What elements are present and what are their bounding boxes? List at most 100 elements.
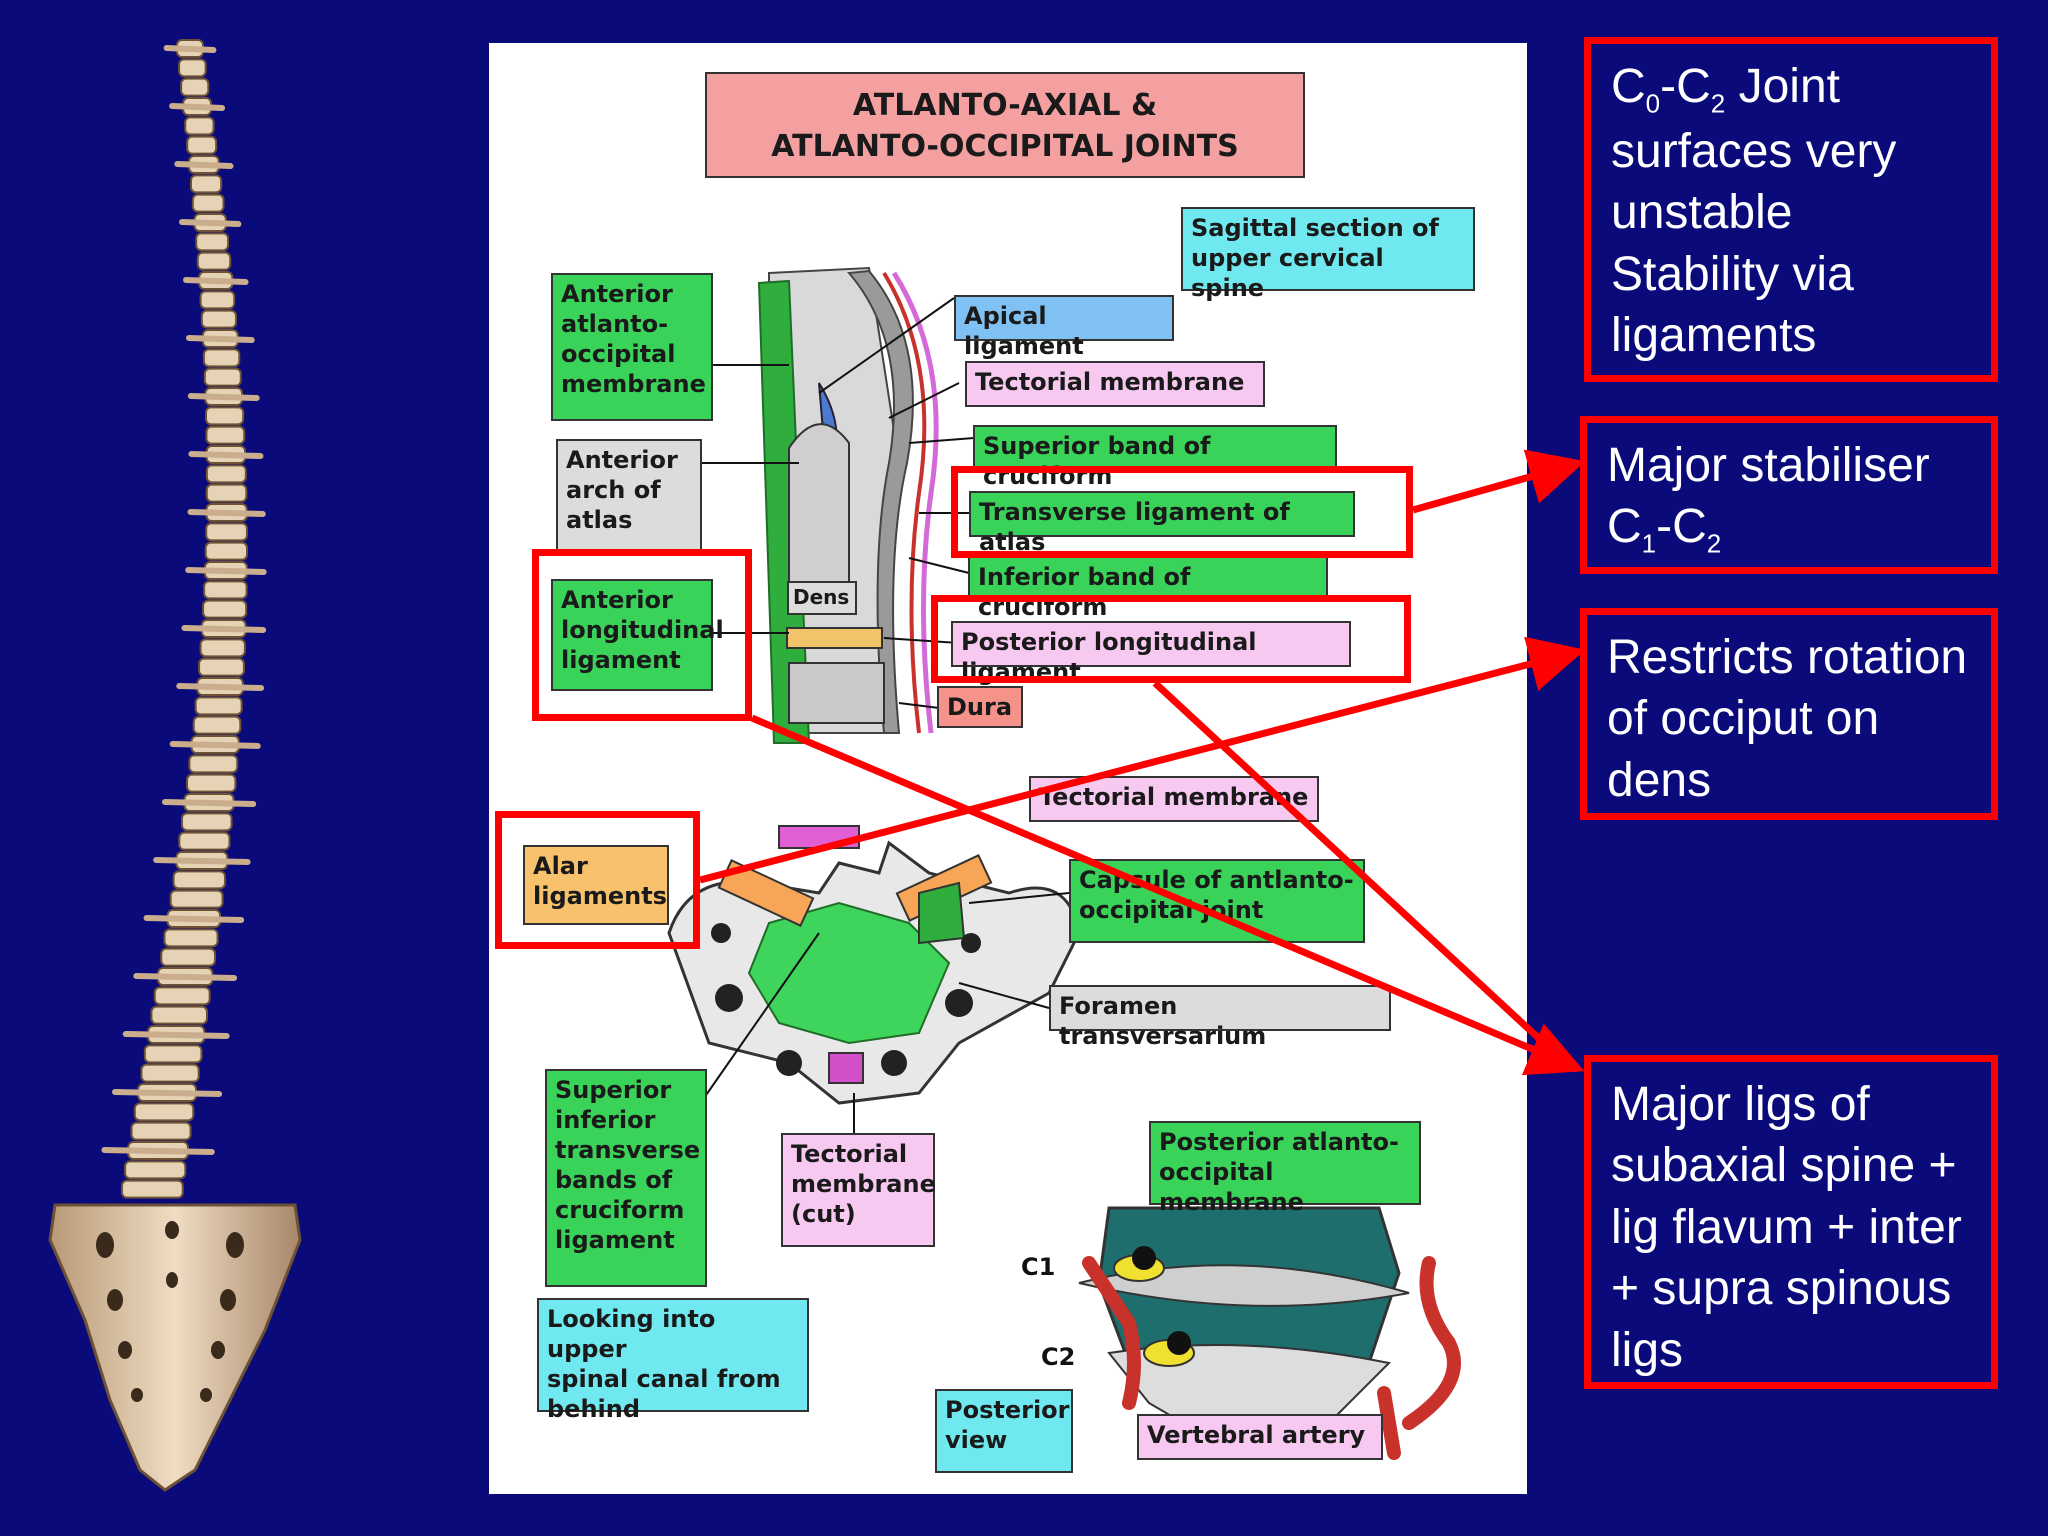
vertebra xyxy=(133,1102,195,1122)
callout-stabiliser-pre: Major stabiliser C xyxy=(1607,439,1930,554)
label-sagittal-section: Sagittal section of upper cervical spine xyxy=(1181,207,1475,302)
vertebra xyxy=(191,193,225,213)
label-c1: C1 xyxy=(1021,1253,1056,1281)
vertebra xyxy=(163,928,219,948)
arrow-all-to-major-ligs xyxy=(750,714,1585,1076)
vertebra xyxy=(150,1005,208,1025)
callout-c0c2-sub1: 0 xyxy=(1645,88,1661,119)
vertebra xyxy=(143,1044,203,1064)
vertebra xyxy=(178,58,207,78)
sagittal-section xyxy=(757,266,939,744)
label-anterior-atlanto-occipital-membrane: Anterior atlanto- occipital membrane xyxy=(551,273,713,421)
leader-lines xyxy=(699,297,1070,1133)
label-tectorial-membrane: Tectorial membrane xyxy=(965,361,1265,407)
vertebra xyxy=(195,232,230,252)
label-anterior-longitudinal-ligament: Anterior longitudinal ligament xyxy=(551,579,724,691)
vertebra-process xyxy=(101,1147,215,1155)
vertebra xyxy=(124,1160,187,1180)
vertebra xyxy=(202,599,248,619)
vertebra-process xyxy=(122,1031,230,1039)
arrow-pll-to-major-ligs xyxy=(1152,680,1563,1061)
vertebra-process xyxy=(187,393,260,401)
highlight-transverse-ligament xyxy=(951,466,1413,558)
label-foramen-transversarium: Foramen transversarium xyxy=(1049,985,1391,1050)
vertebra-process xyxy=(133,973,238,981)
vertebra xyxy=(153,986,211,1006)
label-anterior-arch-of-atlas: Anterior arch of atlas xyxy=(556,439,702,551)
vertebra xyxy=(199,290,236,310)
vertebra xyxy=(205,406,245,426)
callout-restricts-text: Restricts rotation of occiput on dens xyxy=(1607,631,1968,807)
highlight-anterior-longitudinal-ligament xyxy=(532,549,752,721)
label-posterior-atlanto-occipital-membrane: Posterior atlanto- occipital membrane xyxy=(1149,1121,1421,1216)
sacrum xyxy=(48,1203,302,1492)
vertebra xyxy=(178,831,231,851)
diagram-title: ATLANTO-AXIAL & ATLANTO-OCCIPITAL JOINTS xyxy=(705,72,1305,178)
spine-illustration xyxy=(48,39,302,1492)
vertebra xyxy=(205,464,247,484)
label-transverse-ligament-of-atlas: Transverse ligament of atlas xyxy=(969,491,1355,556)
highlight-posterior-longitudinal-ligament xyxy=(931,595,1411,683)
vertebra xyxy=(186,135,218,155)
callout-restricts-rotation: Restricts rotation of occiput on dens xyxy=(1580,608,1998,820)
callout-stabiliser-sub1: 1 xyxy=(1641,529,1657,560)
vertebra xyxy=(194,696,243,716)
label-cruciform-bands: Superior inferior transverse bands of cr… xyxy=(545,1069,707,1287)
callout-c0c2-sub2: 2 xyxy=(1710,88,1726,119)
vertebra xyxy=(202,348,241,368)
vertebra-process xyxy=(163,45,217,53)
callout-c0-c2-joint: C0-C2 Joint surfaces very unstable Stabi… xyxy=(1584,37,1998,382)
vertebra xyxy=(199,638,246,658)
label-dura: Dura xyxy=(937,686,1023,728)
vertebra-process xyxy=(185,335,255,343)
label-posterior-longitudinal-ligament: Posterior longitudinal ligament xyxy=(951,621,1351,686)
vertebra xyxy=(205,483,248,503)
vertebra xyxy=(120,1179,184,1199)
vertebra-process xyxy=(181,625,267,633)
callout-major-ligs: Major ligs of subaxial spine + lig flavu… xyxy=(1584,1055,1998,1389)
vertebra xyxy=(180,77,210,97)
vertebra-process xyxy=(179,219,242,227)
vertebra-process xyxy=(153,857,251,865)
vertebra-process xyxy=(187,509,266,517)
vertebra-process xyxy=(169,103,226,111)
label-superior-band-of-cruciform: Superior band of cruciform xyxy=(973,425,1337,490)
vertebra xyxy=(172,870,226,890)
vertebra xyxy=(180,812,233,832)
vertebra xyxy=(192,715,242,735)
callout-c0c2-pre: C xyxy=(1611,60,1646,113)
vertebra xyxy=(200,309,238,329)
callout-major-ligs-text: Major ligs of subaxial spine + lig flavu… xyxy=(1611,1078,1962,1377)
callout-c0c2-post: Joint surfaces very unstable Stability v… xyxy=(1611,60,1897,363)
vertebra xyxy=(186,773,237,793)
vertebra xyxy=(198,657,245,677)
vertebra xyxy=(205,425,246,445)
label-vertebral-artery: Vertebral artery xyxy=(1137,1414,1383,1460)
vertebra xyxy=(203,580,248,600)
vertebra-process xyxy=(182,277,249,285)
vertebra xyxy=(205,522,248,542)
callout-stabiliser-mid: -C xyxy=(1656,500,1707,554)
callout-major-stabiliser: Major stabiliser C1-C2 xyxy=(1580,416,1998,574)
vertebra xyxy=(196,251,232,271)
highlight-alar-ligaments xyxy=(495,811,700,949)
label-alar-ligaments: Alar ligaments xyxy=(523,845,669,925)
vertebra-process xyxy=(185,567,267,575)
arrow-to-restricts-rotation xyxy=(699,636,1586,884)
vertebra-process xyxy=(111,1089,223,1097)
arrow-to-major-stabiliser xyxy=(1412,449,1586,514)
diagram-panel: ATLANTO-AXIAL & ATLANTO-OCCIPITAL JOINTS… xyxy=(489,43,1527,1494)
vertebra-process xyxy=(169,741,261,749)
posterior-looking-in-drawing xyxy=(667,825,1081,1105)
vertebra xyxy=(204,541,249,561)
vertebra xyxy=(140,1063,200,1083)
vertebra xyxy=(203,367,242,387)
vertebra-process xyxy=(161,799,257,807)
vertebra-process xyxy=(176,683,265,691)
vertebra-process xyxy=(143,915,245,923)
vertebra xyxy=(160,947,216,967)
label-c2: C2 xyxy=(1041,1343,1076,1371)
vertebra-process xyxy=(174,161,234,169)
callout-c0c2-mid: -C xyxy=(1660,60,1711,113)
